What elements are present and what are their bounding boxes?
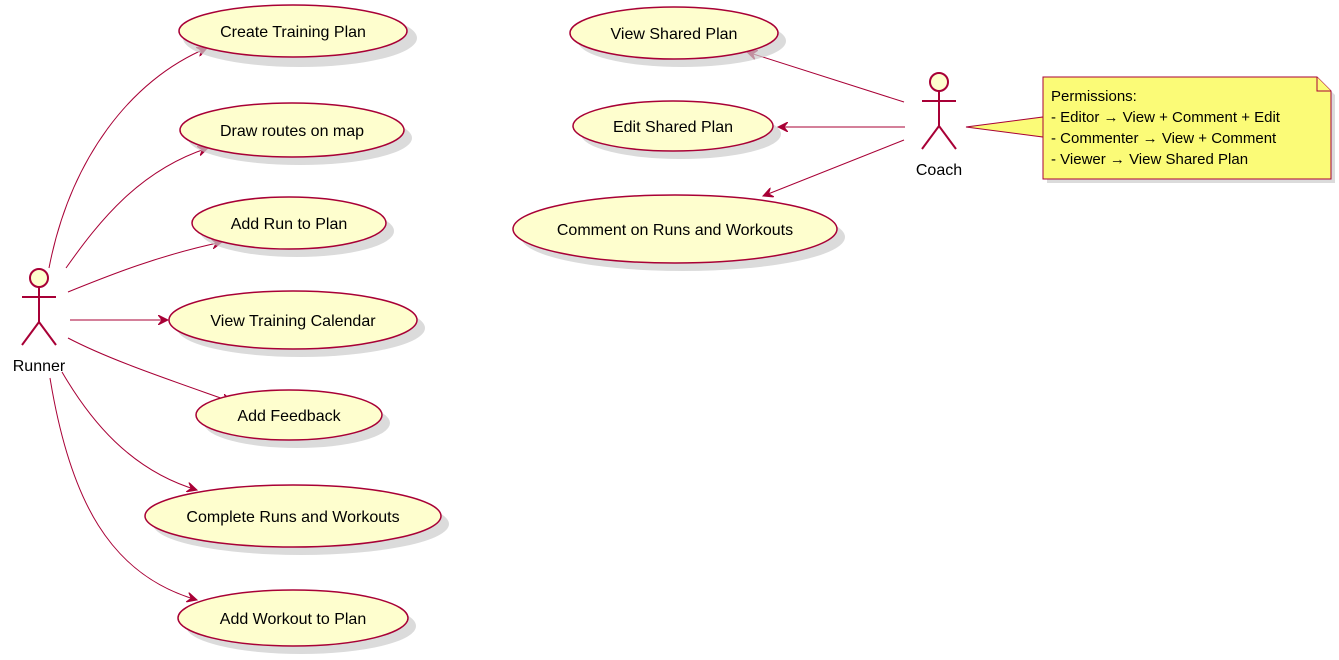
actor-coach-label: Coach — [916, 162, 962, 179]
usecase-label: Complete Runs and Workouts — [186, 509, 399, 526]
usecase-add-run: Add Run to Plan — [191, 196, 394, 257]
note-box — [1042, 76, 1332, 180]
note-connector — [965, 116, 1044, 138]
usecase-label: View Training Calendar — [210, 313, 376, 330]
relation-runner-create-training-plan — [48, 48, 207, 269]
relation-runner-complete-runs — [61, 371, 197, 490]
relation-coach-view-shared — [747, 52, 905, 103]
relation-runner-add-run — [67, 242, 222, 293]
relation-runner-draw-routes — [65, 148, 208, 269]
coach-associations — [747, 52, 905, 196]
usecase-draw-routes: Draw routes on map — [179, 102, 412, 165]
usecase-label: Add Run to Plan — [231, 216, 348, 233]
usecase-label: Add Feedback — [237, 408, 341, 425]
usecase-edit-shared: Edit Shared Plan — [572, 100, 781, 159]
stick-figure-icon — [21, 268, 57, 346]
usecase-add-feedback: Add Feedback — [195, 389, 390, 448]
relation-runner-add-feedback — [67, 337, 232, 402]
usecase-add-workout: Add Workout to Plan — [177, 589, 416, 654]
actor-runner-label: Runner — [13, 358, 66, 375]
usecase-label: View Shared Plan — [611, 26, 738, 43]
usecase-label: Comment on Runs and Workouts — [557, 222, 793, 239]
usecase-view-shared: View Shared Plan — [569, 6, 786, 67]
note-fold — [1316, 77, 1331, 92]
usecase-label: Create Training Plan — [220, 24, 366, 41]
relation-runner-add-workout — [49, 377, 197, 600]
usecase-complete-runs: Complete Runs and Workouts — [144, 484, 449, 555]
note-line-title: Permissions: — [1051, 88, 1137, 105]
note-line-viewer: - Viewer → View Shared Plan — [1051, 151, 1248, 168]
usecase-label: Edit Shared Plan — [613, 119, 733, 136]
usecase-create-training-plan: Create Training Plan — [178, 4, 417, 67]
actor-coach: Coach — [916, 72, 962, 179]
usecase-label: Add Workout to Plan — [220, 611, 366, 628]
stick-figure-icon — [921, 72, 957, 150]
runner-associations — [48, 48, 232, 600]
usecase-label: Draw routes on map — [220, 123, 364, 140]
note-line-editor: - Editor → View + Comment + Edit — [1051, 109, 1281, 126]
actor-runner: Runner — [13, 268, 66, 375]
usecase-comment-runs: Comment on Runs and Workouts — [512, 194, 845, 271]
relation-coach-comment-runs — [763, 139, 905, 196]
permissions-note: Permissions: - Editor → View + Comment +… — [965, 76, 1335, 183]
usecase-view-calendar: View Training Calendar — [168, 290, 425, 357]
note-line-commenter: - Commenter → View + Comment — [1051, 130, 1277, 147]
